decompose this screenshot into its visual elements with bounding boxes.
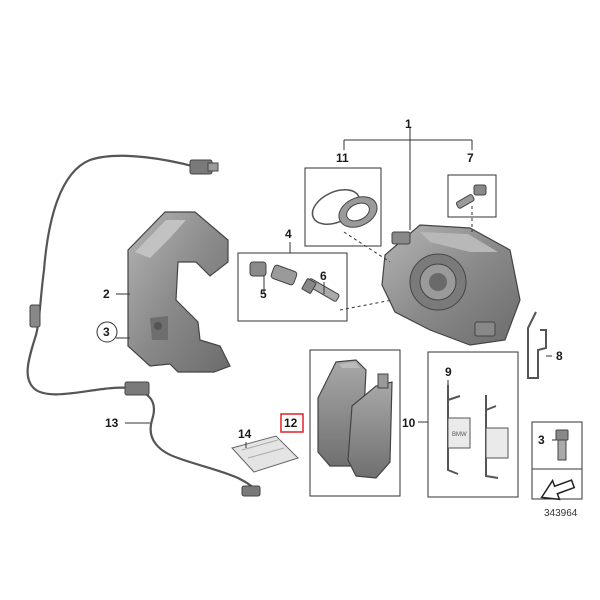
seal-ring [311,189,378,228]
guide-sleeve-icon [249,261,298,286]
direction-arrow-icon [540,478,576,501]
bleeder-valve-box [447,174,497,218]
label-10: 10 [402,416,416,430]
anti-rattle-spring-icon: BMW [447,385,509,479]
label-8: 8 [556,349,563,363]
label-7: 7 [467,151,474,165]
label-12-highlight [280,413,304,433]
label-9: 9 [445,365,452,379]
label-13: 13 [105,416,119,430]
guide-bolt-box [237,252,348,322]
label-1: 1 [405,117,412,131]
label-11: 11 [336,151,349,165]
wear-sensor-cable-upper [26,154,219,396]
spring-box [427,351,519,498]
retaining-spring-icon [527,311,547,379]
guide-bolt-icon [301,278,340,302]
label-4: 4 [285,227,292,241]
label-14: 14 [238,427,252,441]
label-3b: 3 [538,433,545,447]
label-6: 6 [320,269,327,283]
seal-kit-box [304,167,382,247]
label-5: 5 [260,287,267,301]
grease-sachet-icon [231,435,299,473]
brake-caliper-carrier [127,211,231,373]
bolt-icon [555,429,569,461]
svg-text:BMW: BMW [452,432,467,438]
brake-pad-icon [317,359,393,479]
wear-sensor-lower [124,381,261,497]
label-3-circle [96,321,118,343]
label-2: 2 [103,287,110,301]
bleeder-valve-icon [455,184,487,209]
brake-caliper [381,224,521,346]
label-3: 3 [103,325,110,339]
label-12: 12 [284,416,298,430]
brake-pad-box [309,349,401,497]
leader-lines [116,128,556,448]
reference-number: 343964 [544,508,578,519]
